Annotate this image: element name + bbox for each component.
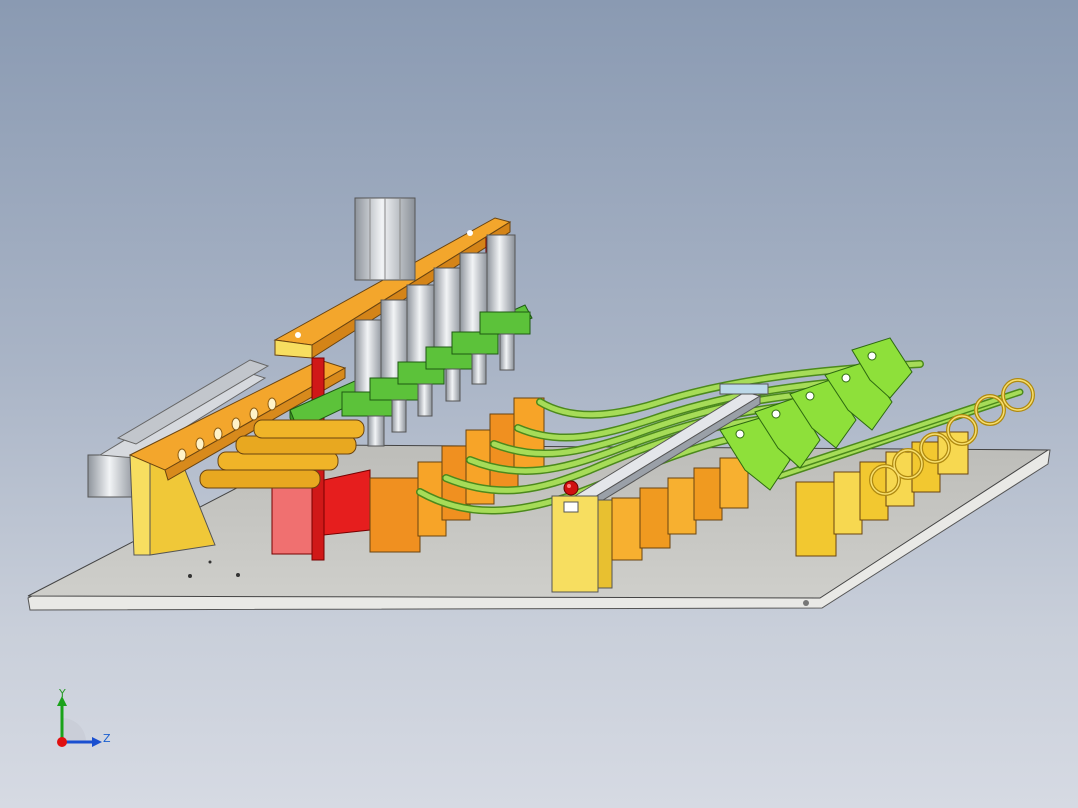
gold-shafts[interactable]: [199, 419, 365, 489]
green-clamp-brackets[interactable]: [719, 337, 913, 491]
main-air-cylinder[interactable]: [354, 197, 416, 281]
coordinate-triad-icon: [57, 696, 102, 747]
red-ball-marker[interactable]: [563, 480, 579, 496]
small-air-cylinders[interactable]: [341, 234, 531, 447]
left-guide-rails[interactable]: [87, 359, 270, 498]
axis-y-label: Y: [59, 687, 66, 700]
orange-fixture-blocks-right[interactable]: [611, 457, 749, 561]
front-yellow-block[interactable]: [551, 495, 613, 593]
axis-z-label: Z: [103, 732, 111, 745]
